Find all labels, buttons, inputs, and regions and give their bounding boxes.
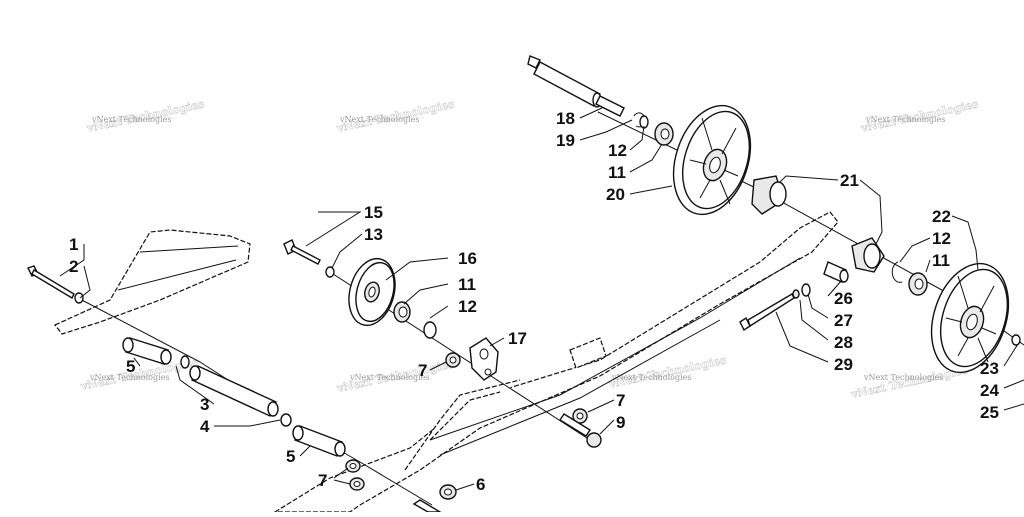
callout-22: 22 bbox=[932, 207, 951, 226]
hub-part-21-right bbox=[851, 237, 885, 273]
spacer-part-5a bbox=[122, 337, 172, 365]
axle-shaft-part-18 bbox=[527, 55, 625, 117]
watermark-text: vNext Technologies bbox=[863, 373, 943, 382]
leader-lines bbox=[59, 107, 1024, 491]
callout-28: 28 bbox=[834, 333, 853, 352]
callout-29: 29 bbox=[834, 355, 853, 374]
callout-5-lower: 5 bbox=[286, 447, 295, 466]
callout-26: 26 bbox=[834, 289, 853, 308]
spacer-part-5b bbox=[292, 425, 346, 457]
bearing-part-11-middle bbox=[393, 301, 411, 323]
idler-wheel-part-16 bbox=[348, 257, 396, 327]
callout-20: 20 bbox=[606, 185, 625, 204]
callout-1: 1 bbox=[69, 235, 78, 254]
watermark-text: vNext Technologies bbox=[339, 115, 419, 124]
callout-7-bottom: 7 bbox=[318, 471, 327, 490]
wheel-part-22 bbox=[930, 262, 1010, 374]
callout-21: 21 bbox=[840, 171, 859, 190]
callout-27: 27 bbox=[834, 311, 853, 330]
nut-part-7-bottom-a bbox=[345, 459, 361, 473]
bolt-part-9 bbox=[559, 413, 602, 448]
callout-labels: 1 2 3 4 5 5 6 7 7 7 9 11 11 11 12 12 12 … bbox=[69, 109, 999, 494]
callout-2: 2 bbox=[69, 257, 78, 276]
callout-25: 25 bbox=[980, 403, 999, 422]
washer-near-spacer bbox=[180, 355, 190, 369]
watermark-text: vNext Technologies bbox=[91, 115, 171, 124]
washer-part-28 bbox=[801, 283, 811, 297]
nut-part-7-bottom-b bbox=[349, 477, 365, 491]
spacer-part-26 bbox=[823, 261, 849, 283]
callout-18: 18 bbox=[556, 109, 575, 128]
washer-part-27 bbox=[792, 289, 800, 299]
watermark-text: vNext Technologies bbox=[865, 115, 945, 124]
nut-part-7-right bbox=[572, 408, 588, 424]
nut-part-6 bbox=[439, 484, 457, 500]
watermark-2: vNext Technologies vNext Technologies bbox=[335, 97, 456, 135]
callout-5-upper: 5 bbox=[126, 357, 135, 376]
callout-4: 4 bbox=[200, 417, 210, 436]
axle-center-lines bbox=[77, 111, 1024, 506]
spacer-part-3 bbox=[189, 365, 279, 417]
bolt-part-15 bbox=[283, 239, 321, 265]
wheel-part-20 bbox=[672, 104, 752, 216]
bolt-part-1 bbox=[27, 265, 75, 299]
callout-17: 17 bbox=[508, 329, 527, 348]
callout-3: 3 bbox=[200, 395, 209, 414]
bracket-part-17 bbox=[469, 337, 499, 381]
bearing-part-11-top bbox=[654, 122, 674, 146]
washer-part-4 bbox=[280, 413, 292, 427]
callout-6: 6 bbox=[476, 475, 485, 494]
callout-12-middle: 12 bbox=[458, 297, 477, 316]
callout-11-top: 11 bbox=[608, 163, 626, 182]
callout-24: 24 bbox=[980, 381, 999, 400]
snap-ring-part-12-middle bbox=[423, 321, 437, 339]
washer-part-13 bbox=[325, 266, 335, 278]
bolt-part-29 bbox=[739, 293, 795, 332]
callout-19: 19 bbox=[556, 131, 575, 150]
callout-16: 16 bbox=[458, 249, 477, 268]
callout-23: 23 bbox=[980, 359, 999, 378]
watermark-text: vNext Technologies bbox=[349, 373, 429, 382]
callout-12-top: 12 bbox=[608, 141, 627, 160]
callout-12-right: 12 bbox=[932, 229, 951, 248]
watermark-text: vNext Technologies bbox=[611, 373, 691, 382]
left-slide-rail bbox=[54, 211, 839, 513]
callout-13: 13 bbox=[364, 225, 383, 244]
bearing-part-11-right bbox=[908, 272, 928, 296]
callout-11-right: 11 bbox=[932, 251, 950, 270]
callout-7-middle: 7 bbox=[418, 361, 427, 380]
callout-15: 15 bbox=[364, 203, 383, 222]
watermark-text: vNext Technologies bbox=[89, 373, 169, 382]
washer-part-2 bbox=[74, 292, 84, 304]
washer-part-23 bbox=[1011, 334, 1021, 346]
snap-ring-part-12-right bbox=[891, 261, 903, 283]
callout-7-right: 7 bbox=[616, 391, 625, 410]
callout-9: 9 bbox=[616, 413, 625, 432]
hub-part-21-left bbox=[751, 175, 787, 215]
nut-part-7-middle bbox=[445, 352, 461, 368]
callout-11-middle: 11 bbox=[458, 275, 476, 294]
watermark-5: vNext Technologies vNext Technologies bbox=[335, 357, 456, 395]
watermark-1: vNext Technologies vNext Technologies bbox=[85, 97, 206, 135]
watermark-3: vNext Technologies vNext Technologies bbox=[859, 97, 980, 135]
